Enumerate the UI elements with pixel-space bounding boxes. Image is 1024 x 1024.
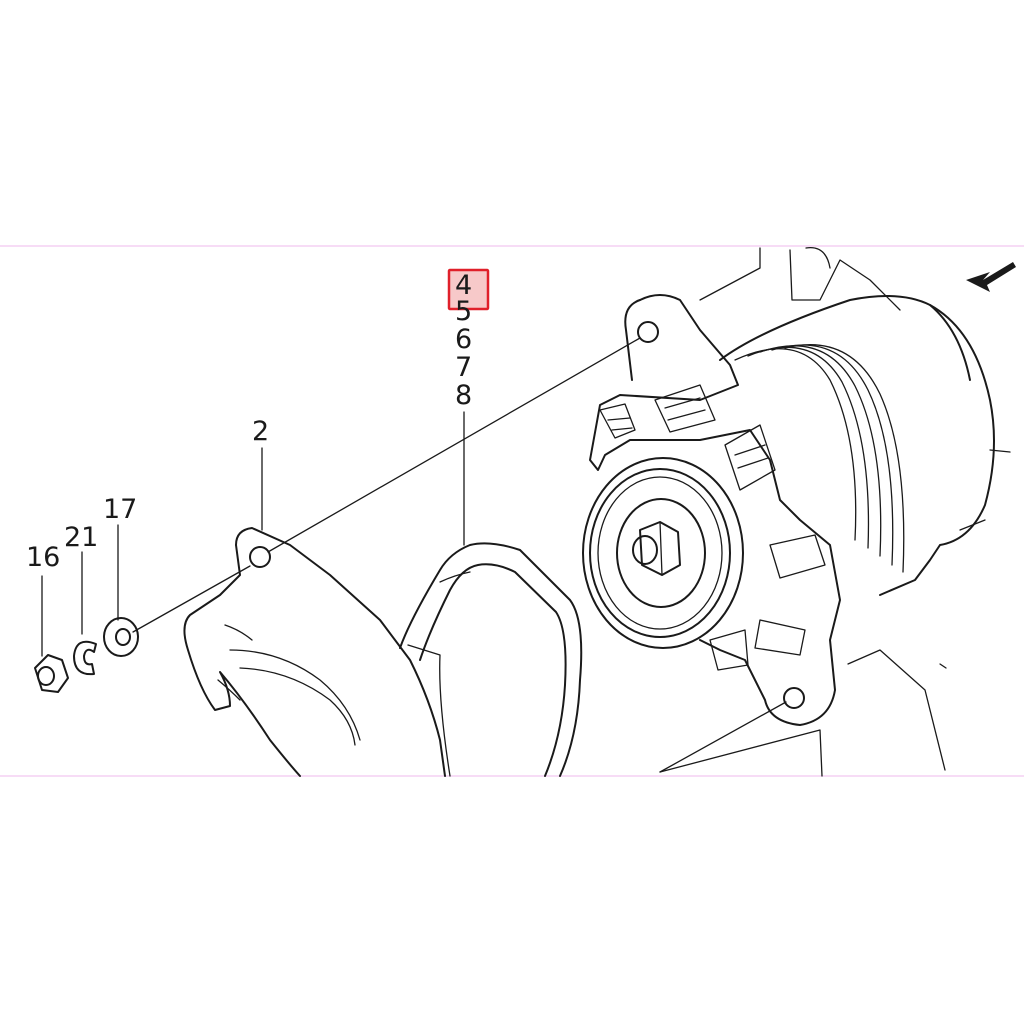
spring-washer bbox=[73, 640, 97, 676]
alternator bbox=[582, 294, 1011, 726]
callout-2[interactable]: 2 bbox=[252, 416, 269, 447]
callout-6[interactable]: 6 bbox=[455, 324, 472, 355]
callout-highlight bbox=[447, 268, 490, 311]
callout-21[interactable]: 21 bbox=[64, 522, 98, 553]
hex-nut bbox=[34, 654, 69, 693]
direction-arrow-icon bbox=[966, 262, 1016, 292]
engine-bracket-outline bbox=[659, 247, 947, 777]
plain-washer bbox=[103, 617, 139, 657]
drive-belt bbox=[399, 542, 583, 777]
callout-5[interactable]: 5 bbox=[455, 296, 472, 327]
callout-7[interactable]: 7 bbox=[455, 352, 472, 383]
callout-8[interactable]: 8 bbox=[455, 380, 472, 411]
adjusting-bracket bbox=[183, 527, 446, 777]
callout-17[interactable]: 17 bbox=[103, 494, 137, 525]
leader-lines bbox=[41, 337, 787, 773]
callout-16[interactable]: 16 bbox=[26, 542, 60, 573]
callout-4[interactable]: 4 bbox=[455, 270, 472, 301]
